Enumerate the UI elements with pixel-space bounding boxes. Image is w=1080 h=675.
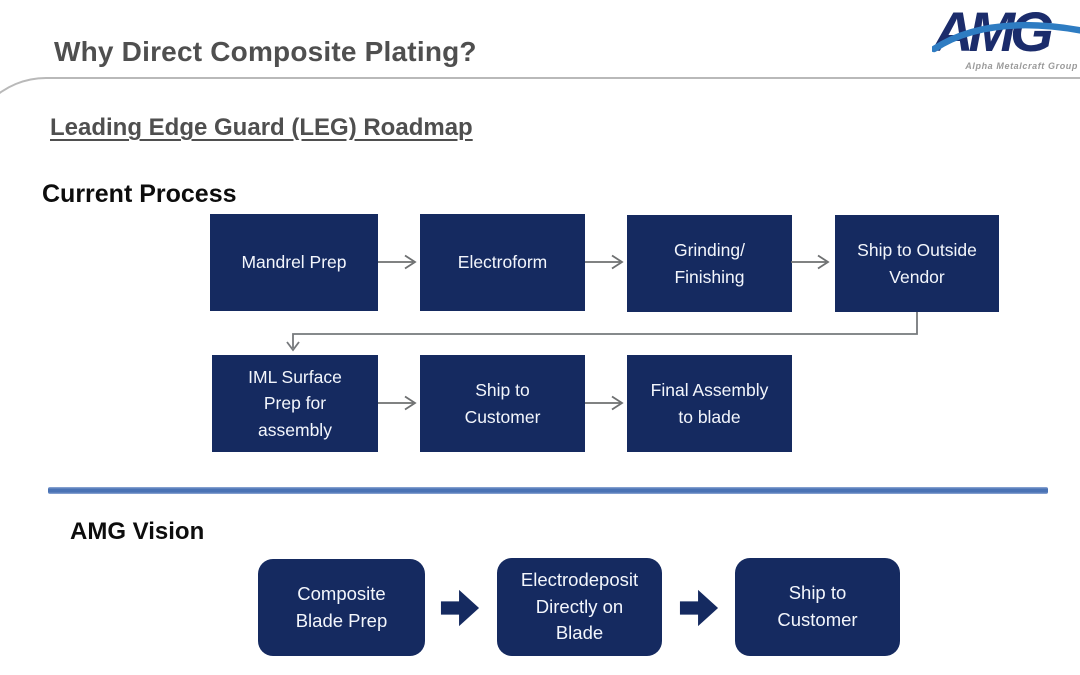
process-box-ship-to-outside-vendor: Ship to Outside Vendor — [835, 215, 999, 312]
amg-vision-heading: AMG Vision — [70, 518, 205, 545]
block-arrow-icon — [440, 589, 480, 627]
section-divider — [48, 487, 1048, 494]
flow-arrow-icon — [791, 254, 830, 270]
current-process-heading: Current Process — [42, 180, 237, 208]
process-box-grinding-finishing: Grinding/ Finishing — [627, 215, 792, 312]
process-box-iml-surface-prep: IML Surface Prep for assembly — [212, 355, 378, 452]
vision-box-composite-blade-prep: Composite Blade Prep — [258, 559, 425, 656]
vision-box-electrodeposit: Electrodeposit Directly on Blade — [497, 558, 662, 656]
amg-logo-graphic: AMG — [932, 2, 1080, 63]
process-box-final-assembly: Final Assembly to blade — [627, 355, 792, 452]
return-connector-arrow — [286, 312, 918, 352]
amg-logo-tagline: Alpha Metalcraft Group — [965, 61, 1078, 71]
section-subtitle: Leading Edge Guard (LEG) Roadmap — [50, 114, 473, 141]
logo-swoosh-icon — [932, 22, 1080, 53]
process-box-electroform: Electroform — [420, 214, 585, 311]
block-arrow-icon — [679, 589, 719, 627]
process-box-mandrel-prep: Mandrel Prep — [210, 214, 378, 311]
vision-box-ship-to-customer: Ship to Customer — [735, 558, 900, 656]
flow-arrow-icon — [585, 395, 624, 411]
flow-arrow-icon — [585, 254, 624, 270]
process-box-ship-to-customer: Ship to Customer — [420, 355, 585, 452]
page-title: Why Direct Composite Plating? — [54, 36, 477, 67]
flow-arrow-icon — [378, 254, 417, 270]
flow-arrow-icon — [378, 395, 417, 411]
amg-logo-text: AMG — [932, 2, 1052, 60]
amg-logo: AMG Alpha Metalcraft Group — [932, 2, 1080, 76]
